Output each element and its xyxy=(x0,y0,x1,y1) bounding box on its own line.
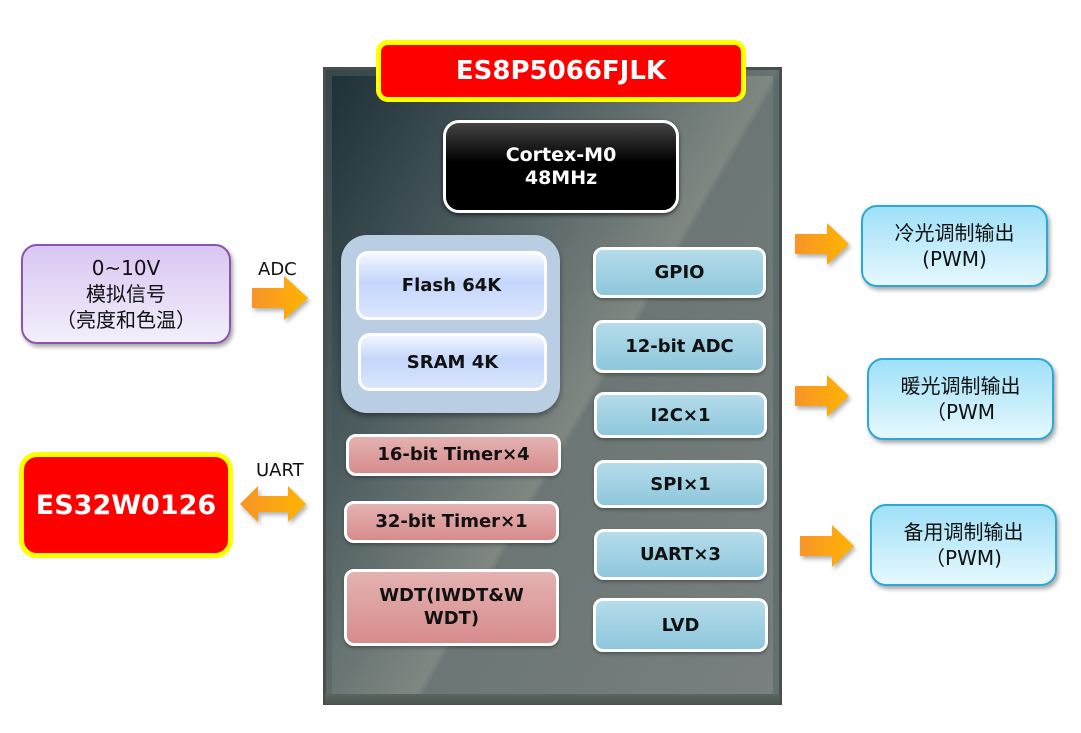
i2c-block: I2C×1 xyxy=(594,392,767,438)
wifi-module-box: ES32W0126 xyxy=(19,452,233,558)
sram-block: SRAM 4K xyxy=(358,333,547,391)
adc-label: 12-bit ADC xyxy=(625,336,734,357)
sram-label: SRAM 4K xyxy=(406,351,499,373)
adc-block: 12-bit ADC xyxy=(593,320,766,373)
timer32-label: 32-bit Timer×1 xyxy=(375,510,528,532)
cold-output-arrow-icon xyxy=(795,223,849,265)
flash-label: Flash 64K xyxy=(401,275,502,296)
warm-output-arrow-icon xyxy=(795,375,849,417)
cold-output-type: (PWM) xyxy=(922,247,987,271)
spare-output-box: 备用调制输出 （PWM) xyxy=(870,504,1057,586)
analog-desc: （亮度和色温） xyxy=(56,308,196,332)
analog-range: 0~10V xyxy=(91,256,161,280)
gpio-block: GPIO xyxy=(593,247,766,298)
mcu-name-badge: ES8P5066FJLK xyxy=(376,40,746,102)
uart-label: UART×3 xyxy=(640,544,721,565)
cpu-core-block: Cortex-M0 48MHz xyxy=(443,120,679,213)
analog-title: 模拟信号 xyxy=(86,282,166,306)
lvd-block: LVD xyxy=(593,598,768,652)
timer32-block: 32-bit Timer×1 xyxy=(344,501,559,543)
cold-light-output-box: 冷光调制输出 (PWM) xyxy=(861,205,1048,287)
warm-output-type: （PWM xyxy=(925,400,996,424)
flash-block: Flash 64K xyxy=(356,251,547,320)
adc-link-label: ADC xyxy=(258,259,297,280)
uart-bidirectional-arrow-icon xyxy=(240,486,306,522)
wdt-block: WDT(IWDT&W WDT) xyxy=(344,569,559,646)
uart-block: UART×3 xyxy=(594,529,767,580)
timer16-label: 16-bit Timer×4 xyxy=(377,443,530,465)
cold-output-title: 冷光调制输出 xyxy=(894,221,1015,245)
mcu-name: ES8P5066FJLK xyxy=(455,56,667,86)
wifi-module-name: ES32W0126 xyxy=(35,489,217,521)
wdt-label-line2: WDT) xyxy=(423,607,480,629)
warm-light-output-box: 暖光调制输出 （PWM xyxy=(867,358,1054,440)
timer16-block: 16-bit Timer×4 xyxy=(346,434,561,476)
adc-arrow-icon xyxy=(252,276,308,320)
cpu-core-name: Cortex-M0 xyxy=(505,143,617,166)
spare-output-type: （PWM) xyxy=(925,546,1002,570)
spi-label: SPI×1 xyxy=(650,473,711,495)
i2c-label: I2C×1 xyxy=(650,404,711,426)
spi-block: SPI×1 xyxy=(594,460,767,508)
uart-link-label: UART xyxy=(256,460,304,481)
spare-output-arrow-icon xyxy=(800,525,854,567)
spare-output-title: 备用调制输出 xyxy=(903,520,1024,544)
warm-output-title: 暖光调制输出 xyxy=(900,374,1021,398)
analog-input-box: 0~10V 模拟信号 （亮度和色温） xyxy=(21,244,231,344)
cpu-frequency: 48MHz xyxy=(524,166,598,189)
mcu-chip-base xyxy=(325,694,780,704)
wdt-label-line1: WDT(IWDT&W xyxy=(379,585,524,606)
lvd-label: LVD xyxy=(661,614,700,636)
gpio-label: GPIO xyxy=(654,262,705,283)
